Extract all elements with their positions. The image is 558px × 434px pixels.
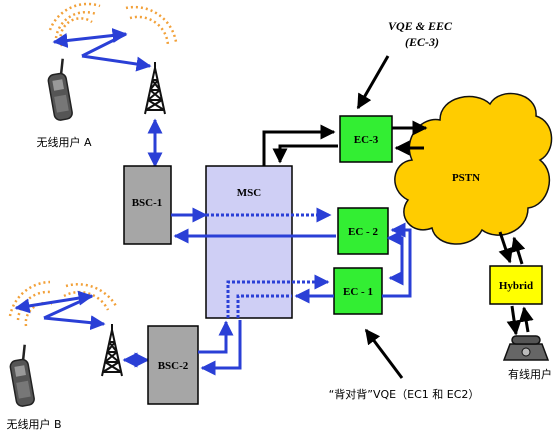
ec3-box bbox=[339, 115, 393, 163]
hybrid-label: Hybrid bbox=[499, 280, 533, 292]
vqe-subtitle-label: (EC-3) bbox=[405, 35, 439, 49]
radio-link-b bbox=[14, 290, 106, 331]
link-msc-bsc2 bbox=[236, 294, 292, 318]
wired-user-label: 有线用户 bbox=[508, 367, 552, 381]
link-bsc2-msc-up bbox=[198, 320, 234, 354]
mobile-phone-b-icon bbox=[5, 343, 37, 409]
link-pstn-hybrid bbox=[498, 231, 513, 264]
vqe-annotation-arrow bbox=[356, 55, 390, 110]
ec1-label: EC - 1 bbox=[343, 286, 373, 298]
link-msc-ec1-top bbox=[226, 274, 330, 318]
bsc1-box bbox=[123, 165, 172, 245]
user-b-label: 无线用户 B bbox=[6, 417, 61, 431]
ec2-box bbox=[337, 207, 389, 255]
bsc1-label: BSC-1 bbox=[132, 197, 163, 209]
link-ec2-ec1-loop bbox=[386, 230, 404, 286]
ec3-label: EC-3 bbox=[354, 134, 379, 146]
base-station-tower-b-icon bbox=[101, 323, 123, 377]
link-ec3-msc bbox=[272, 144, 338, 164]
radio-link-a bbox=[52, 28, 152, 72]
bsc2-label: BSC-2 bbox=[158, 360, 189, 372]
user-a-label: 无线用户 A bbox=[36, 135, 91, 149]
link-msc-bsc2-down bbox=[200, 320, 242, 376]
msc-box bbox=[205, 165, 293, 319]
back-to-back-label: “背对背”VQE（EC1 和 EC2） bbox=[329, 387, 480, 401]
msc-label: MSC bbox=[237, 187, 262, 199]
bsc2-box bbox=[147, 325, 199, 405]
mobile-phone-a-icon bbox=[43, 57, 75, 123]
link-msc-ec3 bbox=[262, 124, 336, 166]
base-station-tower-a-icon bbox=[144, 61, 166, 115]
pstn-label: PSTN bbox=[452, 172, 480, 184]
vqe-title-label: VQE & EEC bbox=[388, 19, 453, 33]
hybrid-box bbox=[489, 265, 543, 305]
link-hybrid-pstn bbox=[510, 236, 526, 265]
ec2-label: EC - 2 bbox=[348, 226, 378, 238]
ec1-box bbox=[333, 267, 383, 315]
link-hybrid-phone bbox=[506, 305, 522, 336]
link-phone-hybrid bbox=[518, 306, 534, 333]
wired-telephone-icon bbox=[502, 335, 550, 361]
link-ec1-ec2-loop bbox=[382, 222, 412, 298]
back-to-back-annotation-arrow bbox=[364, 328, 404, 379]
pstn-cloud bbox=[394, 92, 553, 245]
